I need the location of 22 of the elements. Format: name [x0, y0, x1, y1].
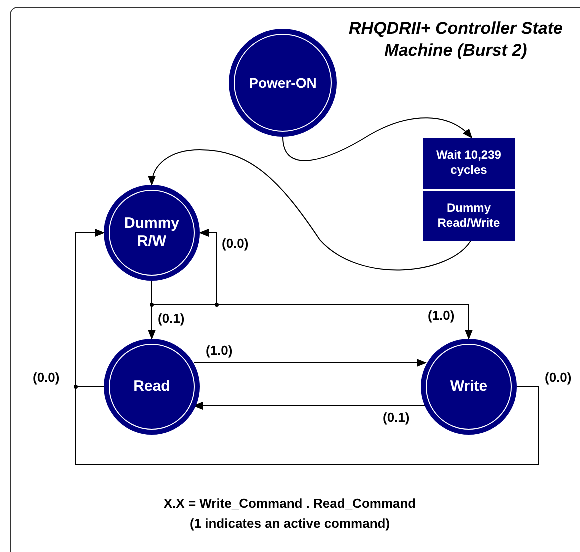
- arrow: [194, 359, 427, 367]
- state-name: Power-ON: [248, 74, 318, 92]
- arrow: [148, 150, 472, 271]
- box-text: Dummy Read/Write: [423, 188, 515, 241]
- diagram-title: RHQDRII+ Controller State Machine (Burst 2): [348, 18, 564, 62]
- state-name: Dummy R/W: [123, 215, 180, 251]
- state-name: Read: [132, 378, 172, 396]
- state-name: Write: [449, 378, 489, 396]
- edge-label: (1.0): [206, 343, 233, 358]
- process-box: [423, 138, 515, 241]
- arrow: [76, 229, 540, 466]
- edge-label: (0.0): [545, 370, 572, 385]
- edge-label: (0.1): [383, 410, 410, 425]
- box-text: Wait 10,239 cycles: [436, 147, 502, 180]
- edge-label: (0.1): [158, 311, 185, 326]
- edge-label: (0.0): [222, 236, 249, 251]
- legend-note: X.X = Write_Command . Read_Command: [162, 496, 418, 511]
- edge-label: (1.0): [428, 308, 455, 323]
- legend-note: (1 indicates an active command): [188, 516, 392, 531]
- arrow: [282, 118, 473, 162]
- arrow: [193, 402, 426, 410]
- edge-label: (0.0): [33, 370, 60, 385]
